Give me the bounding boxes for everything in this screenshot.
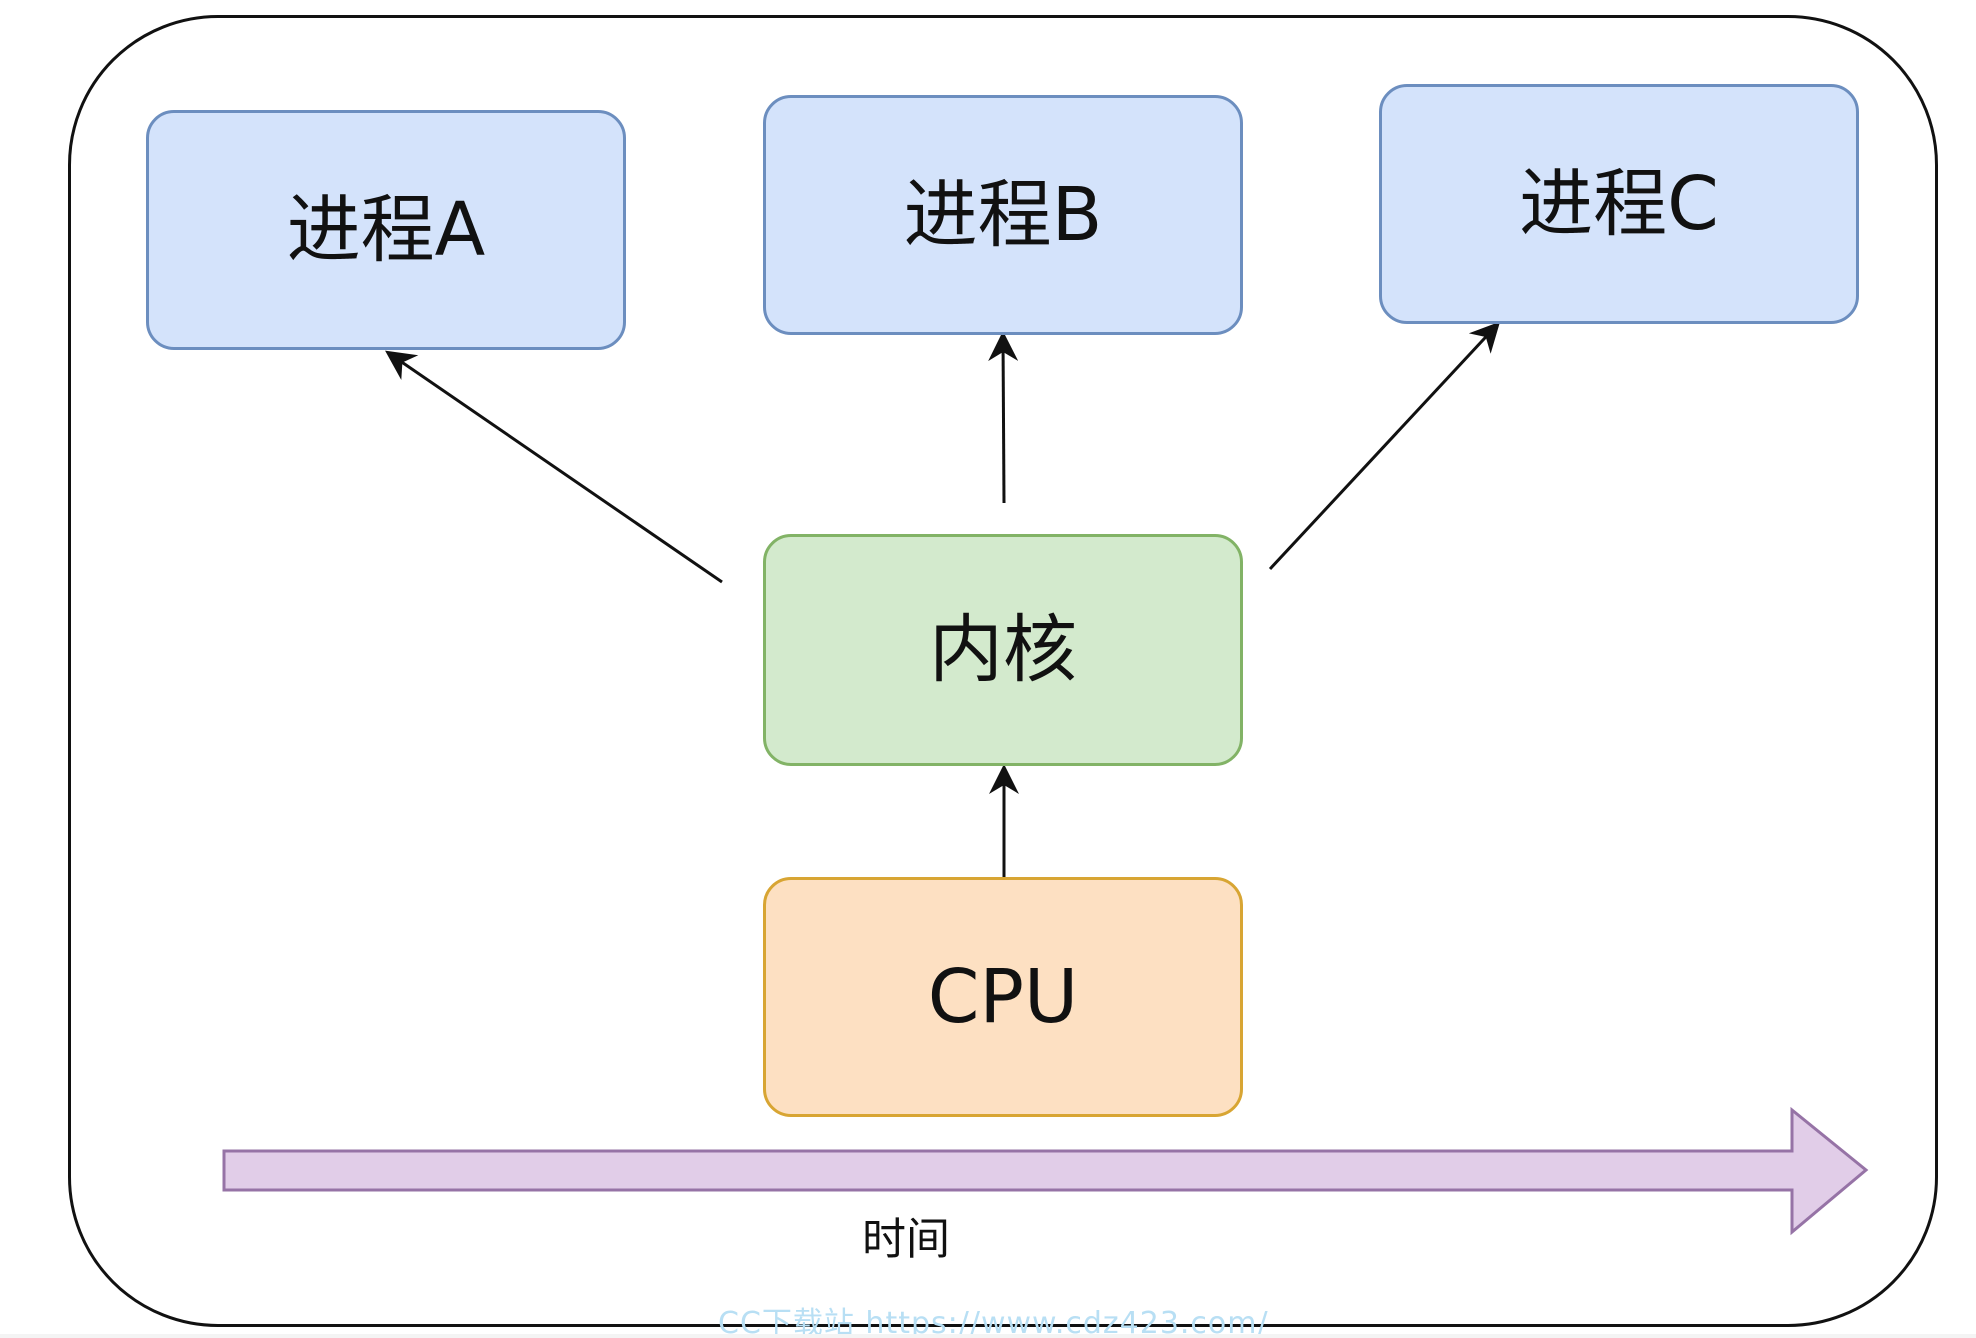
process-b-label: 进程B [903,172,1103,258]
process-b-box: 进程B [763,95,1243,335]
process-c-label: 进程C [1519,161,1719,247]
arrow-kernel-to-process-b [988,331,1019,504]
watermark-text: CC下载站 https://www.cdz423.com/ [718,1306,1269,1338]
cpu-label: CPU [927,954,1079,1040]
process-c-box: 进程C [1379,84,1859,324]
time-label: 时间 [862,1214,950,1265]
cpu-box: CPU [763,877,1243,1117]
arrow-kernel-to-process-c [1268,321,1501,571]
kernel-label: 内核 [929,607,1077,693]
kernel-box: 内核 [763,534,1243,766]
process-a-label: 进程A [286,187,486,273]
bottom-strip [0,1334,1976,1338]
arrow-kernel-to-process-a [385,350,723,584]
process-a-box: 进程A [146,110,626,350]
time-arrow [222,1106,1869,1236]
